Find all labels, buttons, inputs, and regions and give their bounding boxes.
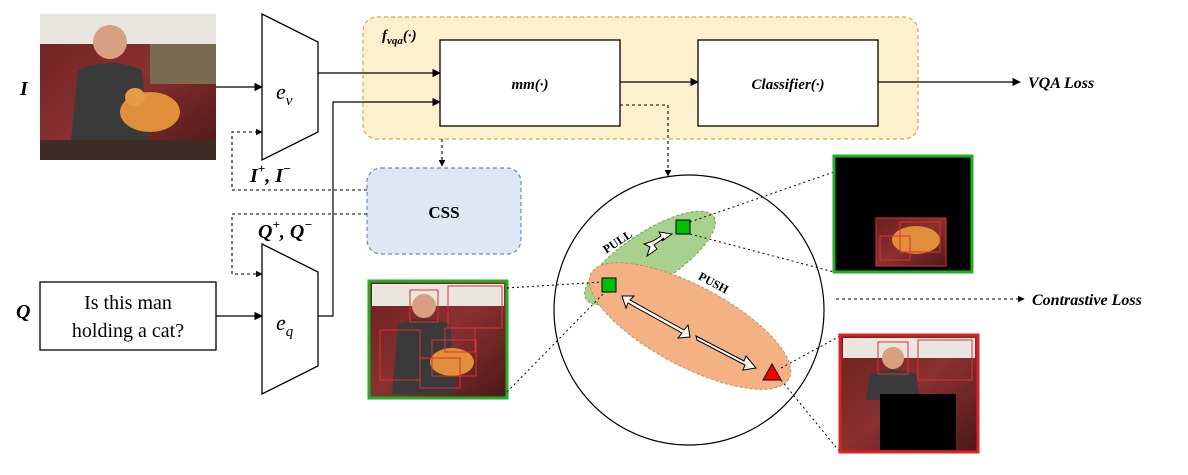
contrastive-loss-label: Contrastive Loss	[1032, 292, 1142, 309]
anchor-connector-top	[506, 281, 603, 289]
input-image	[40, 14, 216, 160]
image-symbol: I	[19, 78, 29, 100]
question-feature-arrow	[318, 97, 441, 317]
css-module	[366, 167, 522, 255]
mm-to-contrastive-arrow	[620, 104, 672, 177]
vqa-loss-label: VQA Loss	[1028, 75, 1094, 92]
question-encoder	[261, 242, 319, 396]
positive-point	[675, 219, 691, 235]
vqa-module-name: fvqa(·)	[382, 28, 417, 47]
anchor-point	[601, 277, 617, 293]
pull-arrow	[642, 231, 674, 258]
css-label: CSS	[428, 203, 459, 222]
question-symbol: Q	[16, 301, 30, 323]
negative-image-thumbnail	[838, 333, 980, 454]
anchor-connector-bottom	[506, 291, 606, 393]
visual-encoder	[261, 12, 319, 162]
push-arrows	[621, 295, 757, 371]
negative-point	[762, 362, 782, 381]
visual-encoder-label: ev	[276, 79, 293, 109]
question-samples-label: Q+, Q−	[258, 217, 312, 243]
question-text-line1: Is this man	[84, 292, 172, 314]
anchor-image-thumbnail	[367, 279, 509, 400]
mm-box	[439, 39, 621, 127]
negative-connector-bottom	[780, 379, 841, 453]
positive-connector-top	[689, 171, 835, 223]
classifier-box	[697, 39, 879, 127]
mm-label: mm(·)	[511, 77, 548, 93]
negative-connector-top	[780, 335, 841, 369]
question-encoder-label: eq	[276, 310, 294, 340]
positive-image-thumbnail	[832, 154, 974, 274]
question-text-line2: holding a cat?	[72, 320, 184, 342]
css-to-visual-encoder-arrow	[231, 128, 367, 191]
image-samples-label: I+, I−	[249, 161, 291, 187]
css-to-question-encoder-arrow	[231, 213, 367, 278]
question-box	[39, 281, 217, 351]
classifier-label: Classifier(·)	[752, 77, 825, 93]
push-region	[588, 262, 792, 390]
